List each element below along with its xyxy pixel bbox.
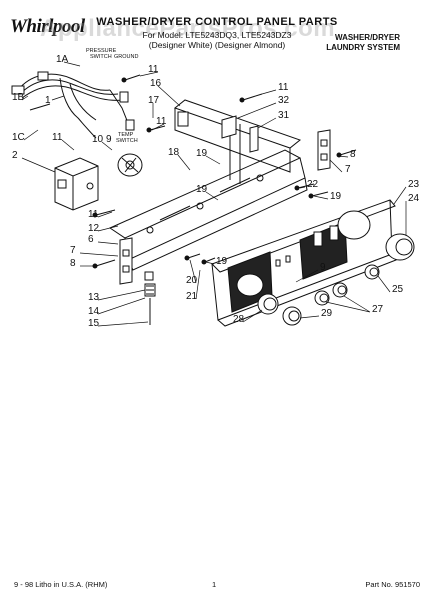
callout-5: 11 [52,132,63,143]
pressure-switch-label-line-1: PRESSURE [86,48,117,54]
callout-10: 17 [148,95,160,106]
leader-lines [21,61,407,327]
knob-small-27a [332,282,348,298]
callout-19: 8 [70,258,76,269]
ground-label: GROUND [114,54,138,60]
callout-16: 12 [88,223,100,234]
callout-6: 10 [92,134,104,145]
diagram-title: WASHER/DRYER CONTROL PANEL PARTS [96,16,338,28]
callout-34: 21 [186,291,198,302]
callout-36: 25 [392,284,404,295]
knob-small-25 [364,264,380,280]
callout-2: 1B [12,92,25,103]
end-bracket-right [317,129,331,171]
callout-31: 24 [408,193,420,204]
console-frame [108,149,308,271]
hinge-leg [144,271,156,325]
system-line-2: LAUNDRY SYSTEM [326,43,400,52]
callout-21: 14 [88,306,100,317]
callout-14: 19 [196,184,208,195]
callout-39: 29 [321,308,333,319]
callout-8: 11 [148,64,159,75]
pressure-switch-label: PRESSURE SWITCH [86,48,117,60]
color-line: (Designer White) (Designer Almond) [148,40,286,50]
whirlpool-logo: Whirlpool [10,16,85,37]
temp-switch-label: TEMP SWITCH [116,132,138,144]
footer-litho: 9 - 98 Litho in U.S.A. (RHM) [14,580,108,589]
callout-12: 18 [168,147,180,158]
callout-37: 27 [372,304,384,315]
system-heading: WASHER/DRYER LAUNDRY SYSTEM [326,33,400,53]
callout-29: 19 [330,191,342,202]
callout-28: 22 [307,179,319,190]
callout-33: 20 [186,275,198,286]
knob-29 [282,306,302,326]
system-line-1: WASHER/DRYER [334,33,400,42]
callout-17: 6 [88,234,94,245]
callout-27: 7 [345,164,351,175]
callout-13: 19 [196,148,208,159]
callout-32: 19 [216,256,228,267]
callout-20: 13 [88,292,100,303]
callout-18: 7 [70,245,76,256]
callout-30: 23 [408,179,420,190]
bracket [221,115,259,153]
callout-7: 9 [106,134,112,145]
callout-23: 11 [278,82,289,93]
knob-small-27b [314,290,330,306]
callout-4: 2 [12,150,18,161]
temp-switch-label-line-2: SWITCH [116,138,138,144]
knob-large-right [385,233,415,261]
watermark: AppliancePartsPros.com [40,15,336,42]
footer-part-number: Part No. 951570 [365,580,420,589]
callout-0: 1A [56,54,69,65]
knob-28 [257,293,279,315]
control-panel [211,199,397,327]
model-line: For Model: LTE5243DQ3, LTE5243DZ3 [142,30,292,40]
callout-24: 32 [278,95,290,106]
callout-22: 15 [88,318,100,329]
pressure-switch-label-line-2: SWITCH [90,54,112,60]
pressure-switch-box [54,157,99,211]
screws [92,74,357,269]
diagram-art [11,61,415,327]
callout-15: 11 [88,209,99,220]
temp-switch-label-line-1: TEMP [118,132,134,138]
end-bracket-left [119,237,133,285]
callout-11: 11 [156,116,167,127]
wiring-harness [11,71,135,139]
callout-25: 31 [278,110,290,121]
callout-9: 16 [150,78,162,89]
callout-1: 1 [45,95,51,106]
timer [117,153,143,177]
callout-38: 28 [233,314,245,325]
callout-26: 8 [350,149,356,160]
footer-page-number: 1 [212,580,217,589]
callout-3: 1C [12,132,25,143]
callout-35: 9 [320,262,326,273]
